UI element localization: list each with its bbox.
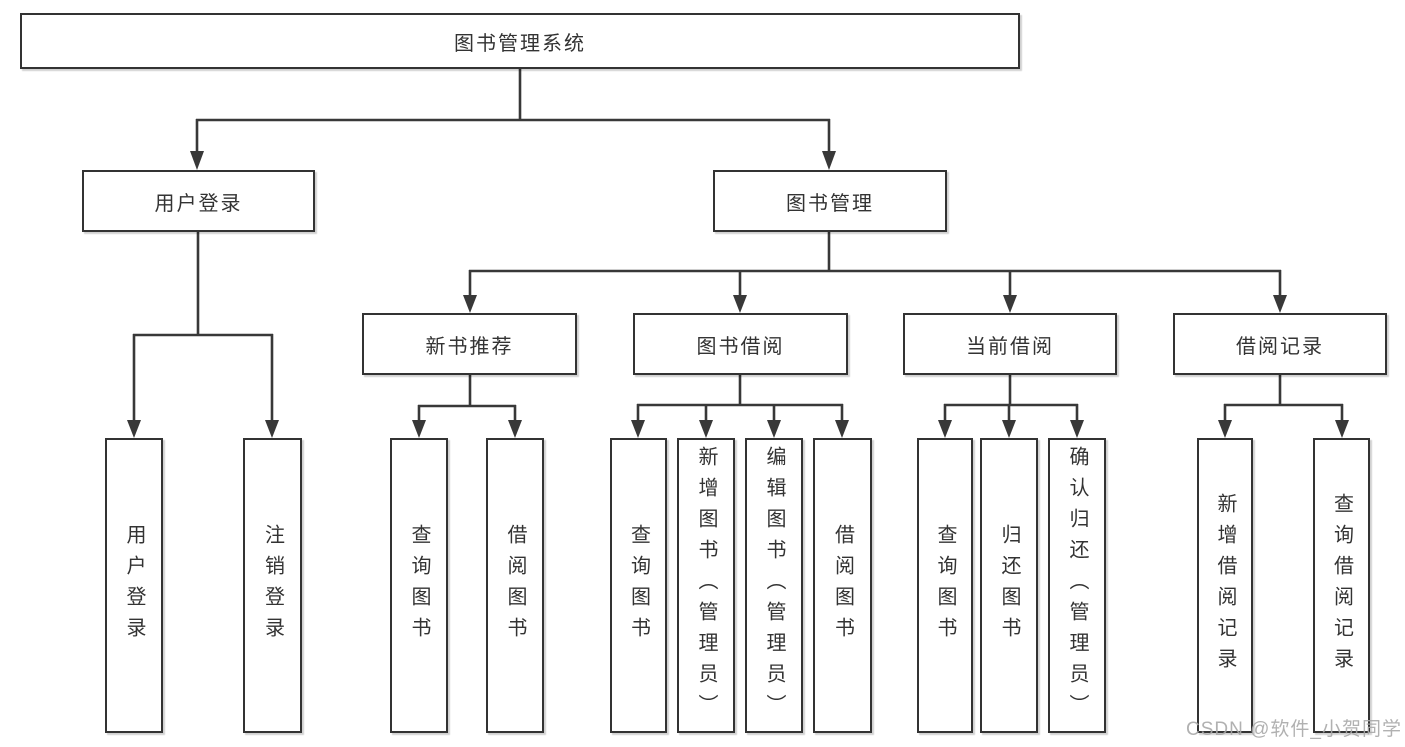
- leaf-label: 注销登录: [261, 523, 284, 648]
- leaf-label: 查询图书: [408, 523, 430, 648]
- leaf-add-books-admin: 新增图书（管理员）: [677, 438, 735, 733]
- leaf-label: 归还图书: [998, 523, 1020, 648]
- leaf-label: 新增借阅记录: [1214, 492, 1236, 679]
- leaf-confirm-return-admin: 确认归还（管理员）: [1048, 438, 1106, 733]
- leaf-query-borrow-record: 查询借阅记录: [1313, 438, 1370, 733]
- node-book-management: 图书管理: [713, 170, 947, 232]
- leaf-edit-books-admin: 编辑图书（管理员）: [745, 438, 803, 733]
- leaf-return-books: 归还图书: [980, 438, 1038, 733]
- leaf-label: 查询借阅记录: [1330, 492, 1353, 679]
- leaf-query-books-2: 查询图书: [610, 438, 667, 733]
- leaf-borrow-books-2: 借阅图书: [813, 438, 872, 733]
- leaf-label: 借阅图书: [504, 523, 526, 648]
- node-current-borrowing: 当前借阅: [903, 313, 1117, 375]
- leaf-label: 确认归还（管理员）: [1066, 446, 1088, 725]
- node-new-book-recommendation: 新书推荐: [362, 313, 577, 375]
- leaf-user-login: 用户登录: [105, 438, 163, 733]
- leaf-label: 查询图书: [627, 523, 650, 648]
- node-user-login: 用户登录: [82, 170, 315, 232]
- node-root-library-system: 图书管理系统: [20, 13, 1020, 69]
- leaf-label: 编辑图书（管理员）: [763, 446, 785, 725]
- csdn-watermark: CSDN @软件_小贺同学: [1186, 719, 1402, 740]
- leaf-add-borrow-record: 新增借阅记录: [1197, 438, 1253, 733]
- leaf-query-books-3: 查询图书: [917, 438, 973, 733]
- node-book-borrowing: 图书借阅: [633, 313, 848, 375]
- leaf-logout: 注销登录: [243, 438, 302, 733]
- leaf-label: 用户登录: [123, 523, 145, 648]
- leaf-query-books-1: 查询图书: [390, 438, 448, 733]
- leaf-label: 新增图书（管理员）: [695, 446, 717, 725]
- leaf-borrow-books-1: 借阅图书: [486, 438, 544, 733]
- leaf-label: 借阅图书: [831, 523, 854, 648]
- node-borrowing-records: 借阅记录: [1173, 313, 1387, 375]
- leaf-label: 查询图书: [934, 523, 956, 648]
